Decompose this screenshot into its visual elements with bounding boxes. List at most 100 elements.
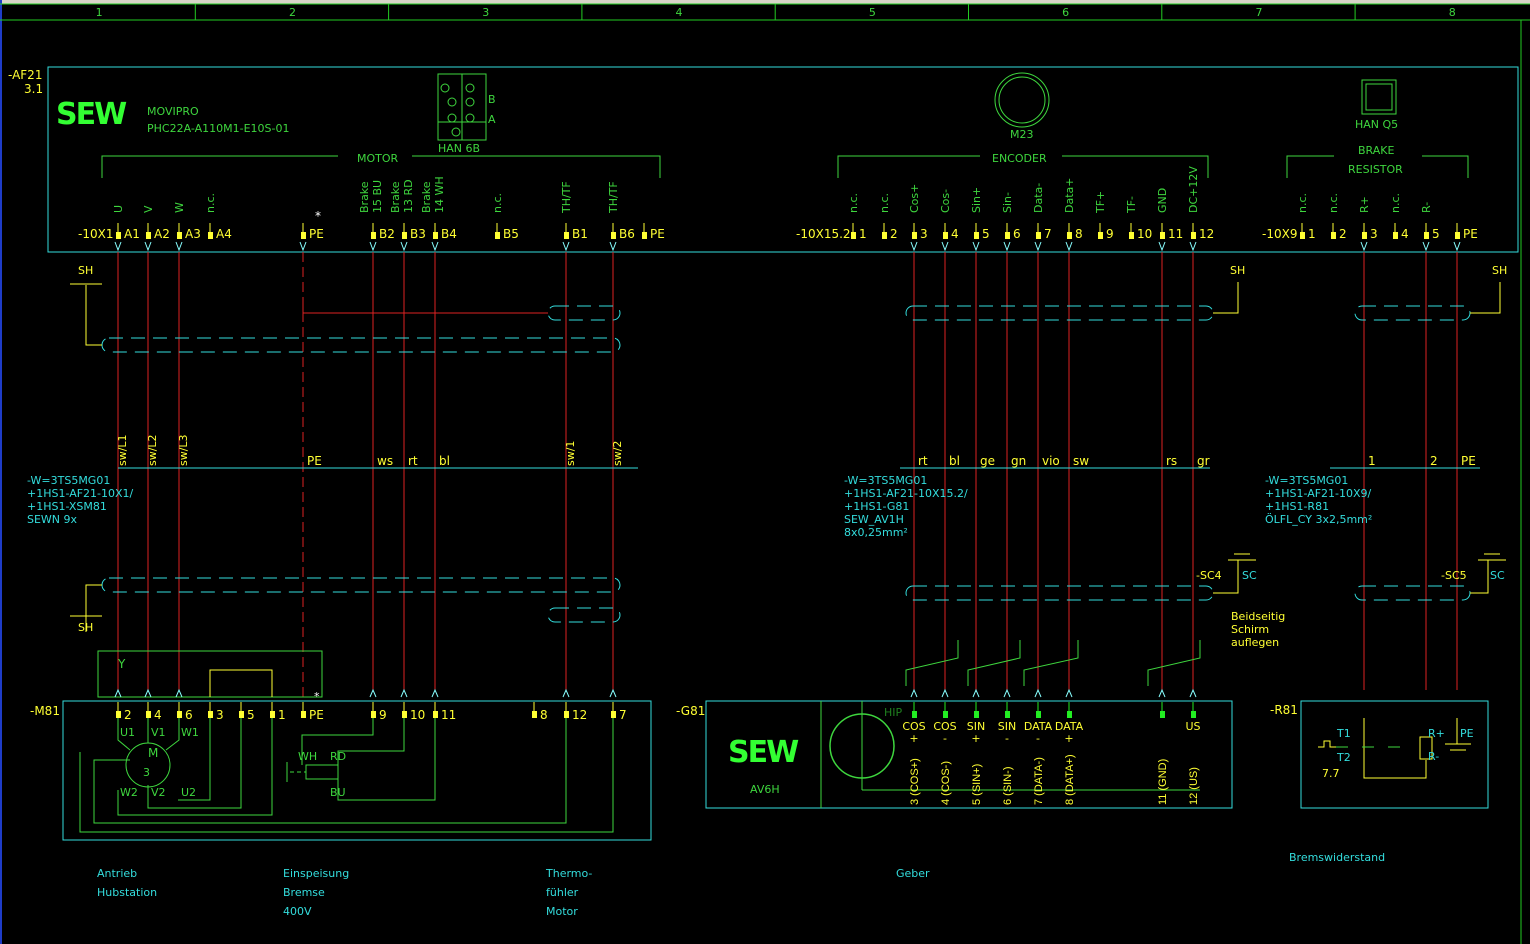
resistor-label: PE	[1460, 727, 1474, 740]
terminal	[564, 232, 569, 239]
cable-core: 2	[1430, 454, 1438, 468]
encoder-terminal	[974, 711, 979, 718]
encoder-polarity: +	[1064, 732, 1073, 745]
terminal	[642, 232, 647, 239]
terminal	[1362, 232, 1367, 239]
connector-pin-icon	[447, 97, 457, 107]
winding-label: W2	[120, 786, 138, 799]
connector-m23-icon	[998, 76, 1046, 124]
encoder-frame-g81	[705, 700, 1233, 809]
encoder-terminal	[1067, 711, 1072, 718]
cable-designation: ÖLFL_CY 3x2,5mm²	[1265, 513, 1372, 526]
device-page-ref: 3.1	[24, 82, 43, 96]
footnote: Thermo-	[545, 867, 592, 880]
terminal-id: B1	[572, 227, 588, 241]
terminal-function: n.c.	[491, 193, 504, 213]
encoder-polarity: +	[971, 732, 980, 745]
terminal-function: Data-	[1032, 183, 1045, 213]
terminal	[402, 232, 407, 239]
group-bracket	[1062, 155, 1209, 178]
encoder-polarity: -	[943, 732, 947, 745]
terminal	[1005, 232, 1010, 239]
encoder-terminal	[1036, 711, 1041, 718]
wire-arrow-icon	[562, 688, 570, 698]
wire-arrow-icon	[114, 241, 122, 252]
resistor-label: T1	[1336, 727, 1351, 740]
terminal-id: 10	[1137, 227, 1152, 241]
terminal-function: TF+	[1094, 191, 1107, 214]
motor-terminal	[402, 711, 407, 718]
wire-arrow-icon	[1003, 241, 1011, 252]
connector-pin-icon	[465, 83, 475, 93]
group-bracket	[837, 155, 980, 178]
resistor-label: 7.7	[1322, 767, 1340, 780]
terminal	[208, 232, 213, 239]
encoder-signal: SIN	[967, 720, 985, 733]
wire-arrow-icon	[941, 688, 949, 698]
motor-terminal	[208, 711, 213, 718]
terminal-function: Data+	[1063, 178, 1076, 213]
brake-wire	[337, 718, 405, 765]
terminal-id: A3	[185, 227, 201, 241]
footnote: Antrieb	[97, 867, 137, 880]
encoder-pin-label: 7 (DATA-)	[1033, 757, 1045, 805]
cable-core: sw	[1073, 454, 1089, 468]
resistor-label: T2	[1336, 751, 1351, 764]
motor-winding	[117, 718, 273, 816]
terminal-function: DC+12V	[1187, 166, 1200, 213]
wire-arrow-icon	[400, 688, 408, 698]
shield	[547, 305, 621, 321]
cable-designation: +1HS1-R81	[1265, 500, 1329, 513]
terminal-id: PE	[309, 227, 324, 241]
terminal-id: A2	[154, 227, 170, 241]
encoder-signal: DATA	[1024, 720, 1053, 733]
terminal-id: 2	[1339, 227, 1347, 241]
wire-arrow-icon	[1189, 241, 1197, 252]
twisted-pair-icon	[967, 640, 1021, 686]
encoder-pin-label: 12 (US)	[1188, 767, 1200, 805]
terminal-strip-name: -10X1	[78, 227, 113, 241]
cable-core: gr	[1197, 454, 1210, 468]
motor-terminal	[611, 711, 616, 718]
motor-terminal-id: 3	[216, 708, 224, 722]
encoder-pin-label: 3 (COS+)	[909, 758, 921, 805]
cable-core: gn	[1011, 454, 1026, 468]
terminal-id: B4	[441, 227, 457, 241]
wire-arrow-icon	[144, 241, 152, 252]
terminal	[943, 232, 948, 239]
wire-arrow-icon	[175, 688, 183, 698]
wire-arrow-icon	[175, 241, 183, 252]
encoder-pin-label: 4 (COS-)	[940, 761, 952, 805]
brake-label-rd: RD	[330, 750, 346, 763]
encoder-signal: COS	[902, 720, 925, 733]
terminal-function: Cos-	[939, 189, 952, 213]
shield-sc-label: SC	[1490, 569, 1505, 582]
terminal-id: 5	[1432, 227, 1440, 241]
column-number: 1	[96, 6, 103, 19]
resistor-label: R-	[1428, 750, 1439, 763]
terminal	[371, 232, 376, 239]
thermal-switch-icon	[1318, 740, 1336, 748]
cable-designation: 8x0,25mm²	[844, 526, 908, 539]
terminal	[146, 232, 151, 239]
bridge-wire	[209, 669, 273, 697]
cable-core: rt	[918, 454, 928, 468]
cable-designation: +1HS1-AF21-10X1/	[27, 487, 134, 500]
group-brake: BRAKE	[1358, 144, 1394, 157]
terminal-id: A1	[124, 227, 140, 241]
shield-label: SH	[78, 621, 93, 634]
connector-pin-icon	[465, 97, 475, 107]
footnote: Bremse	[283, 886, 325, 899]
encoder-terminal	[1160, 711, 1165, 718]
terminal-id: 4	[951, 227, 959, 241]
winding-label: V1	[151, 726, 166, 739]
terminal-function: GND	[1156, 188, 1169, 213]
encoder-pin-label: 5 (SIN+)	[971, 764, 983, 805]
encoder-type: AV6H	[750, 783, 780, 796]
terminal	[1098, 232, 1103, 239]
column-number: 2	[289, 6, 296, 19]
device-tag: -AF21	[8, 68, 42, 82]
connector-hanq5-icon	[1365, 83, 1393, 111]
shield-connection	[85, 285, 102, 346]
cable-core: bl	[439, 454, 450, 468]
